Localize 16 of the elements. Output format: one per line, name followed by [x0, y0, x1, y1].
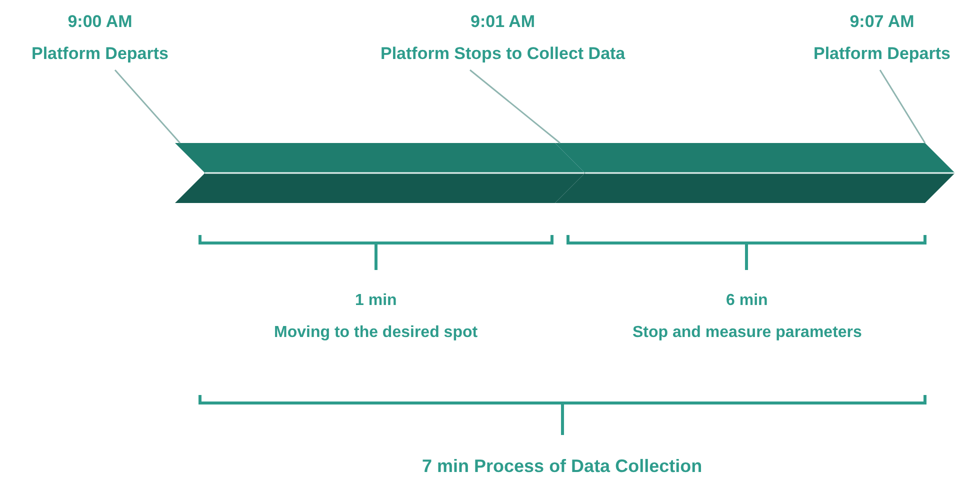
leader-line	[114, 70, 181, 144]
duration-label: 1 min	[355, 292, 397, 310]
phase-label: Moving to the desired spot	[274, 324, 478, 342]
leader-line	[470, 69, 560, 144]
total-duration-label: 7 min Process of Data Collection	[422, 456, 702, 477]
time-label: 9:01 AM	[470, 11, 536, 33]
timeline-arrow-segment	[555, 143, 955, 203]
event-label: Platform Departs	[32, 43, 168, 65]
time-label: 9:07 AM	[848, 11, 916, 33]
timeline-arrow-segment	[175, 143, 585, 203]
duration-label: 6 min	[726, 292, 768, 310]
phase-label: Stop and measure parameters	[632, 324, 862, 342]
leader-line	[879, 70, 926, 144]
event-label: Platform Departs	[814, 43, 950, 65]
time-label: 9:00 AM	[66, 11, 134, 33]
event-label: Platform Stops to Collect Data	[380, 43, 626, 65]
